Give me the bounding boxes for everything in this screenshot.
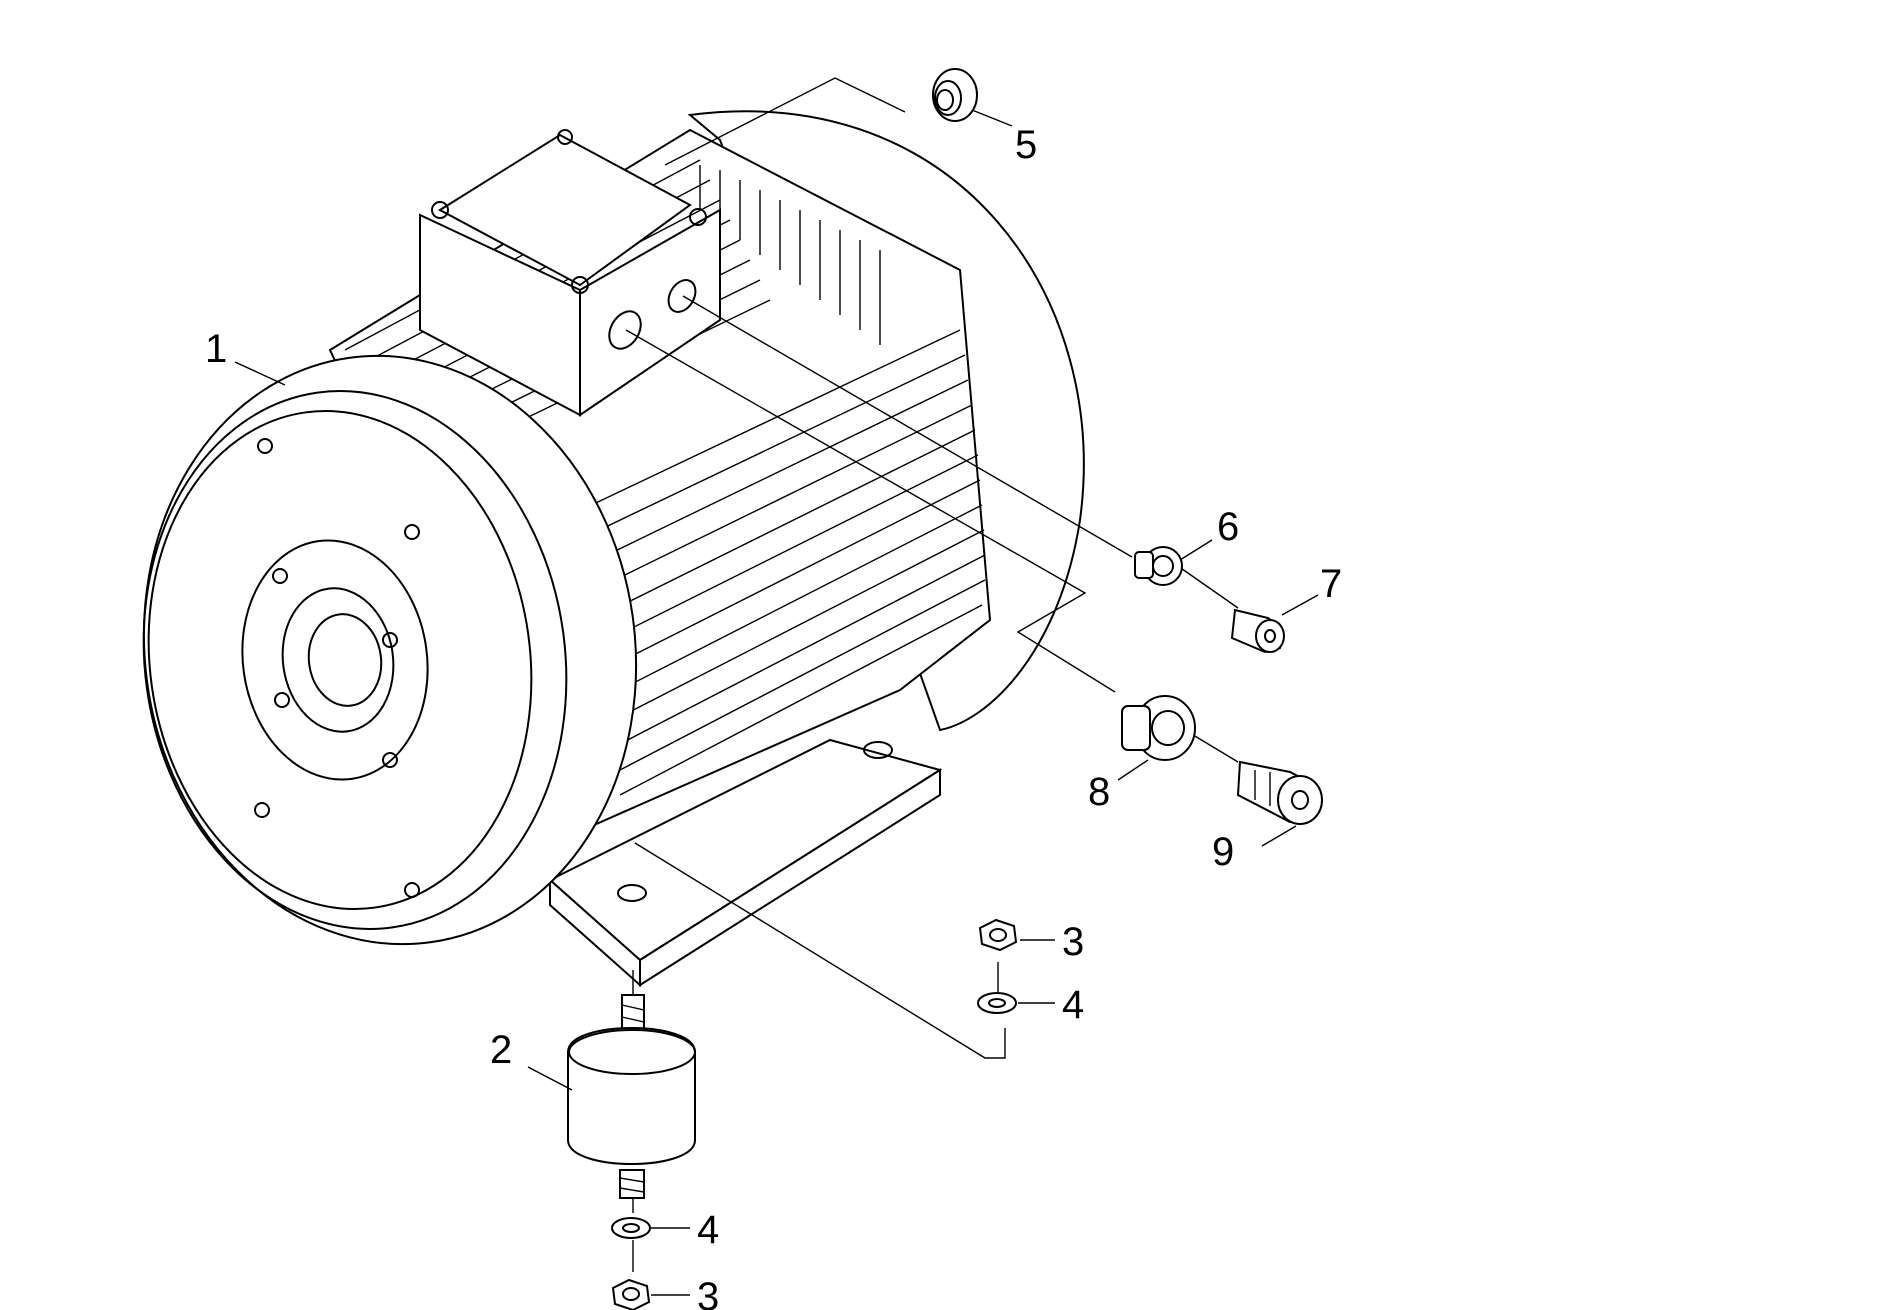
callout-8: 8 xyxy=(1088,770,1110,814)
electric-motor xyxy=(142,110,1085,988)
screw-icon xyxy=(689,208,707,226)
callout-1: 1 xyxy=(205,327,227,371)
bolt-hole xyxy=(257,438,273,454)
callout-5: 5 xyxy=(1015,123,1037,167)
washer-lower xyxy=(611,1217,651,1239)
mounting-foot xyxy=(548,738,943,988)
terminal-box xyxy=(419,129,721,417)
washer-upper xyxy=(977,992,1017,1014)
front-flange xyxy=(142,354,638,946)
callout-3-lower: 3 xyxy=(697,1275,719,1310)
screw-icon xyxy=(431,201,449,219)
callout-7: 7 xyxy=(1320,562,1342,606)
callout-2: 2 xyxy=(490,1028,512,1072)
callout-6: 6 xyxy=(1217,505,1239,549)
hex-nut-upper xyxy=(978,918,1018,952)
callout-4-lower: 4 xyxy=(697,1208,719,1252)
screw-icon xyxy=(571,276,589,294)
shaft-bore xyxy=(307,613,383,707)
bolt-hole xyxy=(272,568,288,584)
bolt-hole xyxy=(404,524,420,540)
reducer-large xyxy=(1121,695,1196,761)
bolt-hole xyxy=(382,752,398,768)
callout-4-upper: 4 xyxy=(1062,983,1084,1027)
callout-3-upper: 3 xyxy=(1062,920,1084,964)
foot-hole xyxy=(617,884,647,902)
bolt-hole xyxy=(274,692,290,708)
callout-9: 9 xyxy=(1212,830,1234,874)
hex-nut-lower xyxy=(611,1278,651,1310)
foot-hole xyxy=(863,741,893,759)
callout-labels: 1 2 3 3 4 4 5 6 7 8 9 xyxy=(205,123,1342,1310)
bolt-hole xyxy=(382,632,398,648)
cable-gland-small xyxy=(1230,608,1285,654)
cable-gland-top xyxy=(932,68,978,122)
bolt-hole xyxy=(254,802,270,818)
leader-lines xyxy=(234,109,1319,1296)
cable-gland-large xyxy=(1236,760,1323,825)
bolt-hole xyxy=(404,882,420,898)
screw-icon xyxy=(557,129,573,145)
vibration-damper xyxy=(567,994,696,1199)
reducer-small xyxy=(1134,546,1183,586)
